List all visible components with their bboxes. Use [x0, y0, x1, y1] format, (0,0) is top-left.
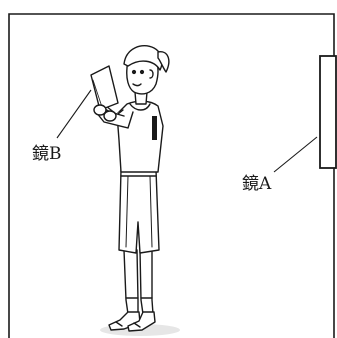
left-leg — [123, 249, 139, 315]
mouth — [132, 83, 142, 87]
shoe-lace — [115, 321, 123, 327]
room-wall — [8, 13, 335, 338]
mirror-b-label: 鏡B — [32, 144, 62, 164]
right-leg — [139, 249, 154, 315]
ear — [149, 69, 154, 79]
neck — [134, 91, 148, 105]
room-outline — [8, 13, 335, 338]
mirror-b-edge — [92, 79, 103, 108]
ponytail — [157, 51, 170, 73]
mirror-a-label: 鏡A — [242, 174, 272, 194]
hand — [93, 104, 107, 116]
person-figure — [90, 45, 180, 336]
hand — [103, 110, 117, 122]
mirror-b-leader-line — [56, 89, 92, 139]
jersey-number — [152, 116, 157, 140]
shorts-stripe — [125, 175, 129, 248]
shoe-lace — [133, 322, 141, 328]
collar — [129, 103, 151, 111]
shorts — [118, 169, 160, 254]
mirror-b — [90, 65, 119, 111]
mirror-a — [319, 55, 337, 169]
eye — [139, 69, 145, 75]
mirror-a-leader-line — [273, 136, 318, 173]
eye — [131, 69, 137, 75]
right-shoe — [127, 311, 156, 332]
shorts-stripe — [149, 175, 153, 248]
